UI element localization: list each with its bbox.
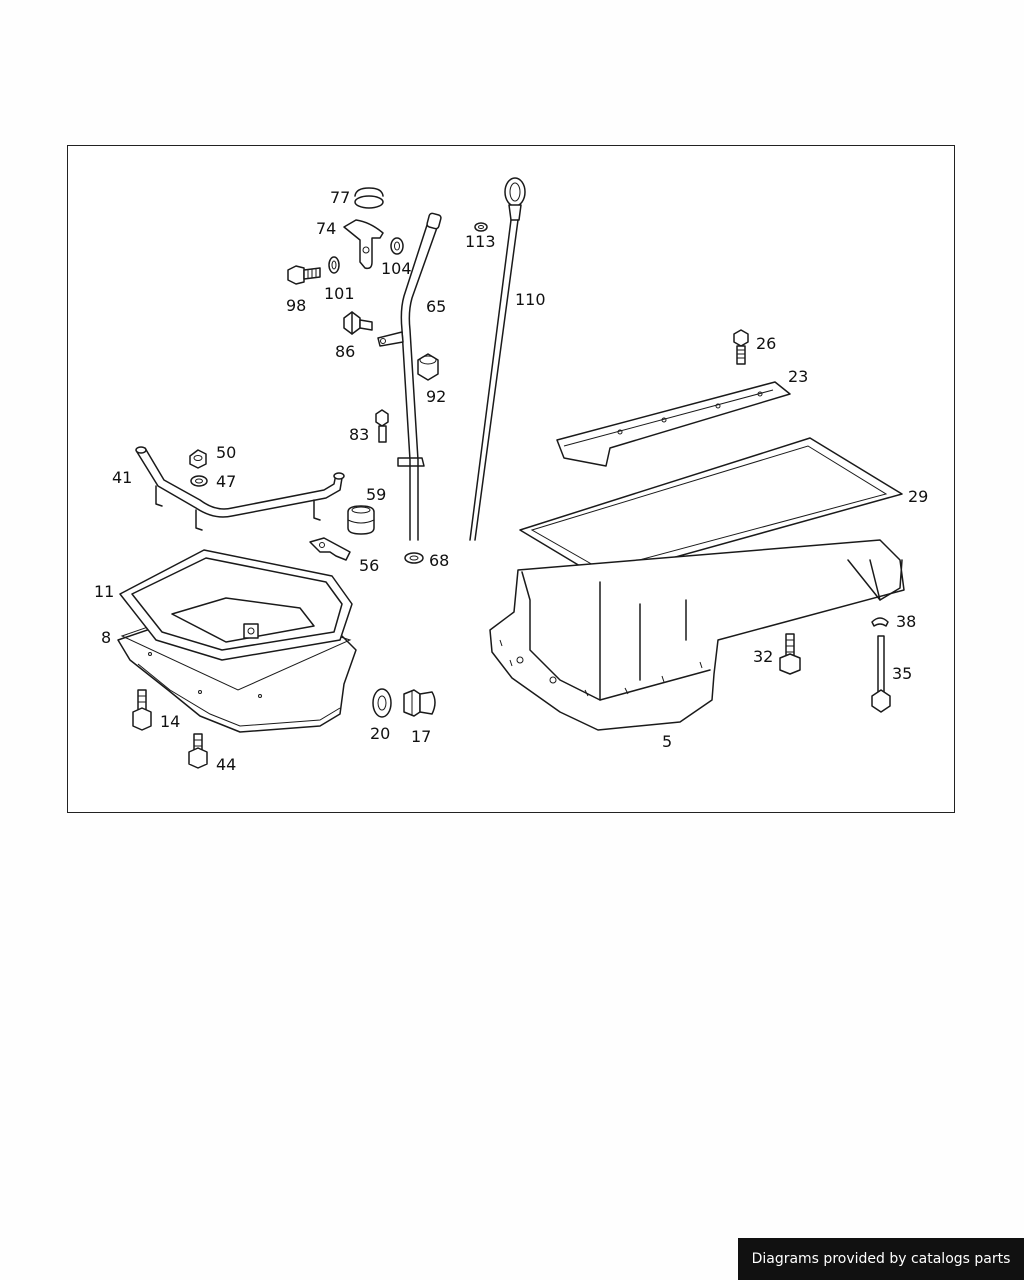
part-98-bolt (287, 265, 321, 285)
part-35-long-bolt (871, 635, 891, 713)
label-part-44: 44 (216, 755, 236, 774)
part-74-bracket (343, 219, 384, 270)
part-86-sensor (343, 311, 373, 335)
part-20-seal-ring (372, 688, 392, 718)
part-5-oil-pan (489, 539, 905, 731)
part-77-cap (354, 187, 384, 209)
part-14-bolt (132, 689, 152, 731)
part-29-oil-pan-gasket (519, 437, 903, 579)
label-part-38: 38 (896, 612, 916, 631)
label-part-26: 26 (756, 334, 776, 353)
label-part-98: 98 (286, 296, 306, 315)
part-38-washer (871, 617, 889, 627)
label-part-23: 23 (788, 367, 808, 386)
label-part-17: 17 (411, 727, 431, 746)
credit-text: Diagrams provided by catalogs parts (751, 1251, 1011, 1267)
label-part-113: 113 (465, 232, 496, 251)
part-47-washer (190, 475, 208, 487)
label-part-41: 41 (112, 468, 132, 487)
part-26-bolt (733, 329, 749, 365)
part-110-dipstick (469, 177, 526, 541)
label-part-59: 59 (366, 485, 386, 504)
label-part-32: 32 (753, 647, 773, 666)
part-104-washer (390, 237, 404, 255)
part-23-gasket (556, 381, 791, 467)
label-part-35: 35 (892, 664, 912, 683)
part-65-dipstick-tube (377, 212, 442, 541)
part-56-clip (309, 537, 351, 561)
label-part-56: 56 (359, 556, 379, 575)
label-part-86: 86 (335, 342, 355, 361)
label-part-68: 68 (429, 551, 449, 570)
label-part-101: 101 (324, 284, 355, 303)
label-part-50: 50 (216, 443, 236, 462)
label-part-110: 110 (515, 290, 546, 309)
part-50-nut (189, 449, 207, 469)
label-part-92: 92 (426, 387, 446, 406)
label-part-104: 104 (381, 259, 412, 278)
label-part-47: 47 (216, 472, 236, 491)
part-32-bolt (779, 633, 801, 675)
part-101-washer (328, 256, 340, 274)
label-part-83: 83 (349, 425, 369, 444)
part-83-bolt (375, 409, 389, 443)
part-113-o-ring (474, 222, 488, 232)
part-92-grommet (417, 353, 439, 381)
label-part-14: 14 (160, 712, 180, 731)
part-68-o-ring (404, 552, 424, 564)
label-part-11: 11 (94, 582, 114, 601)
label-part-77: 77 (330, 188, 350, 207)
label-part-8: 8 (101, 628, 111, 647)
part-59-rubber-mount (347, 505, 375, 535)
part-17-drain-plug (403, 689, 436, 717)
part-11-gasket (119, 549, 353, 661)
label-part-20: 20 (370, 724, 390, 743)
label-part-65: 65 (426, 297, 446, 316)
label-part-74: 74 (316, 219, 336, 238)
label-part-5: 5 (662, 732, 672, 751)
part-44-bolt (188, 733, 208, 769)
credit-banner: Diagrams provided by catalogs parts (738, 1238, 1024, 1280)
label-part-29: 29 (908, 487, 928, 506)
part-41-oil-pickup-tube (135, 446, 345, 531)
